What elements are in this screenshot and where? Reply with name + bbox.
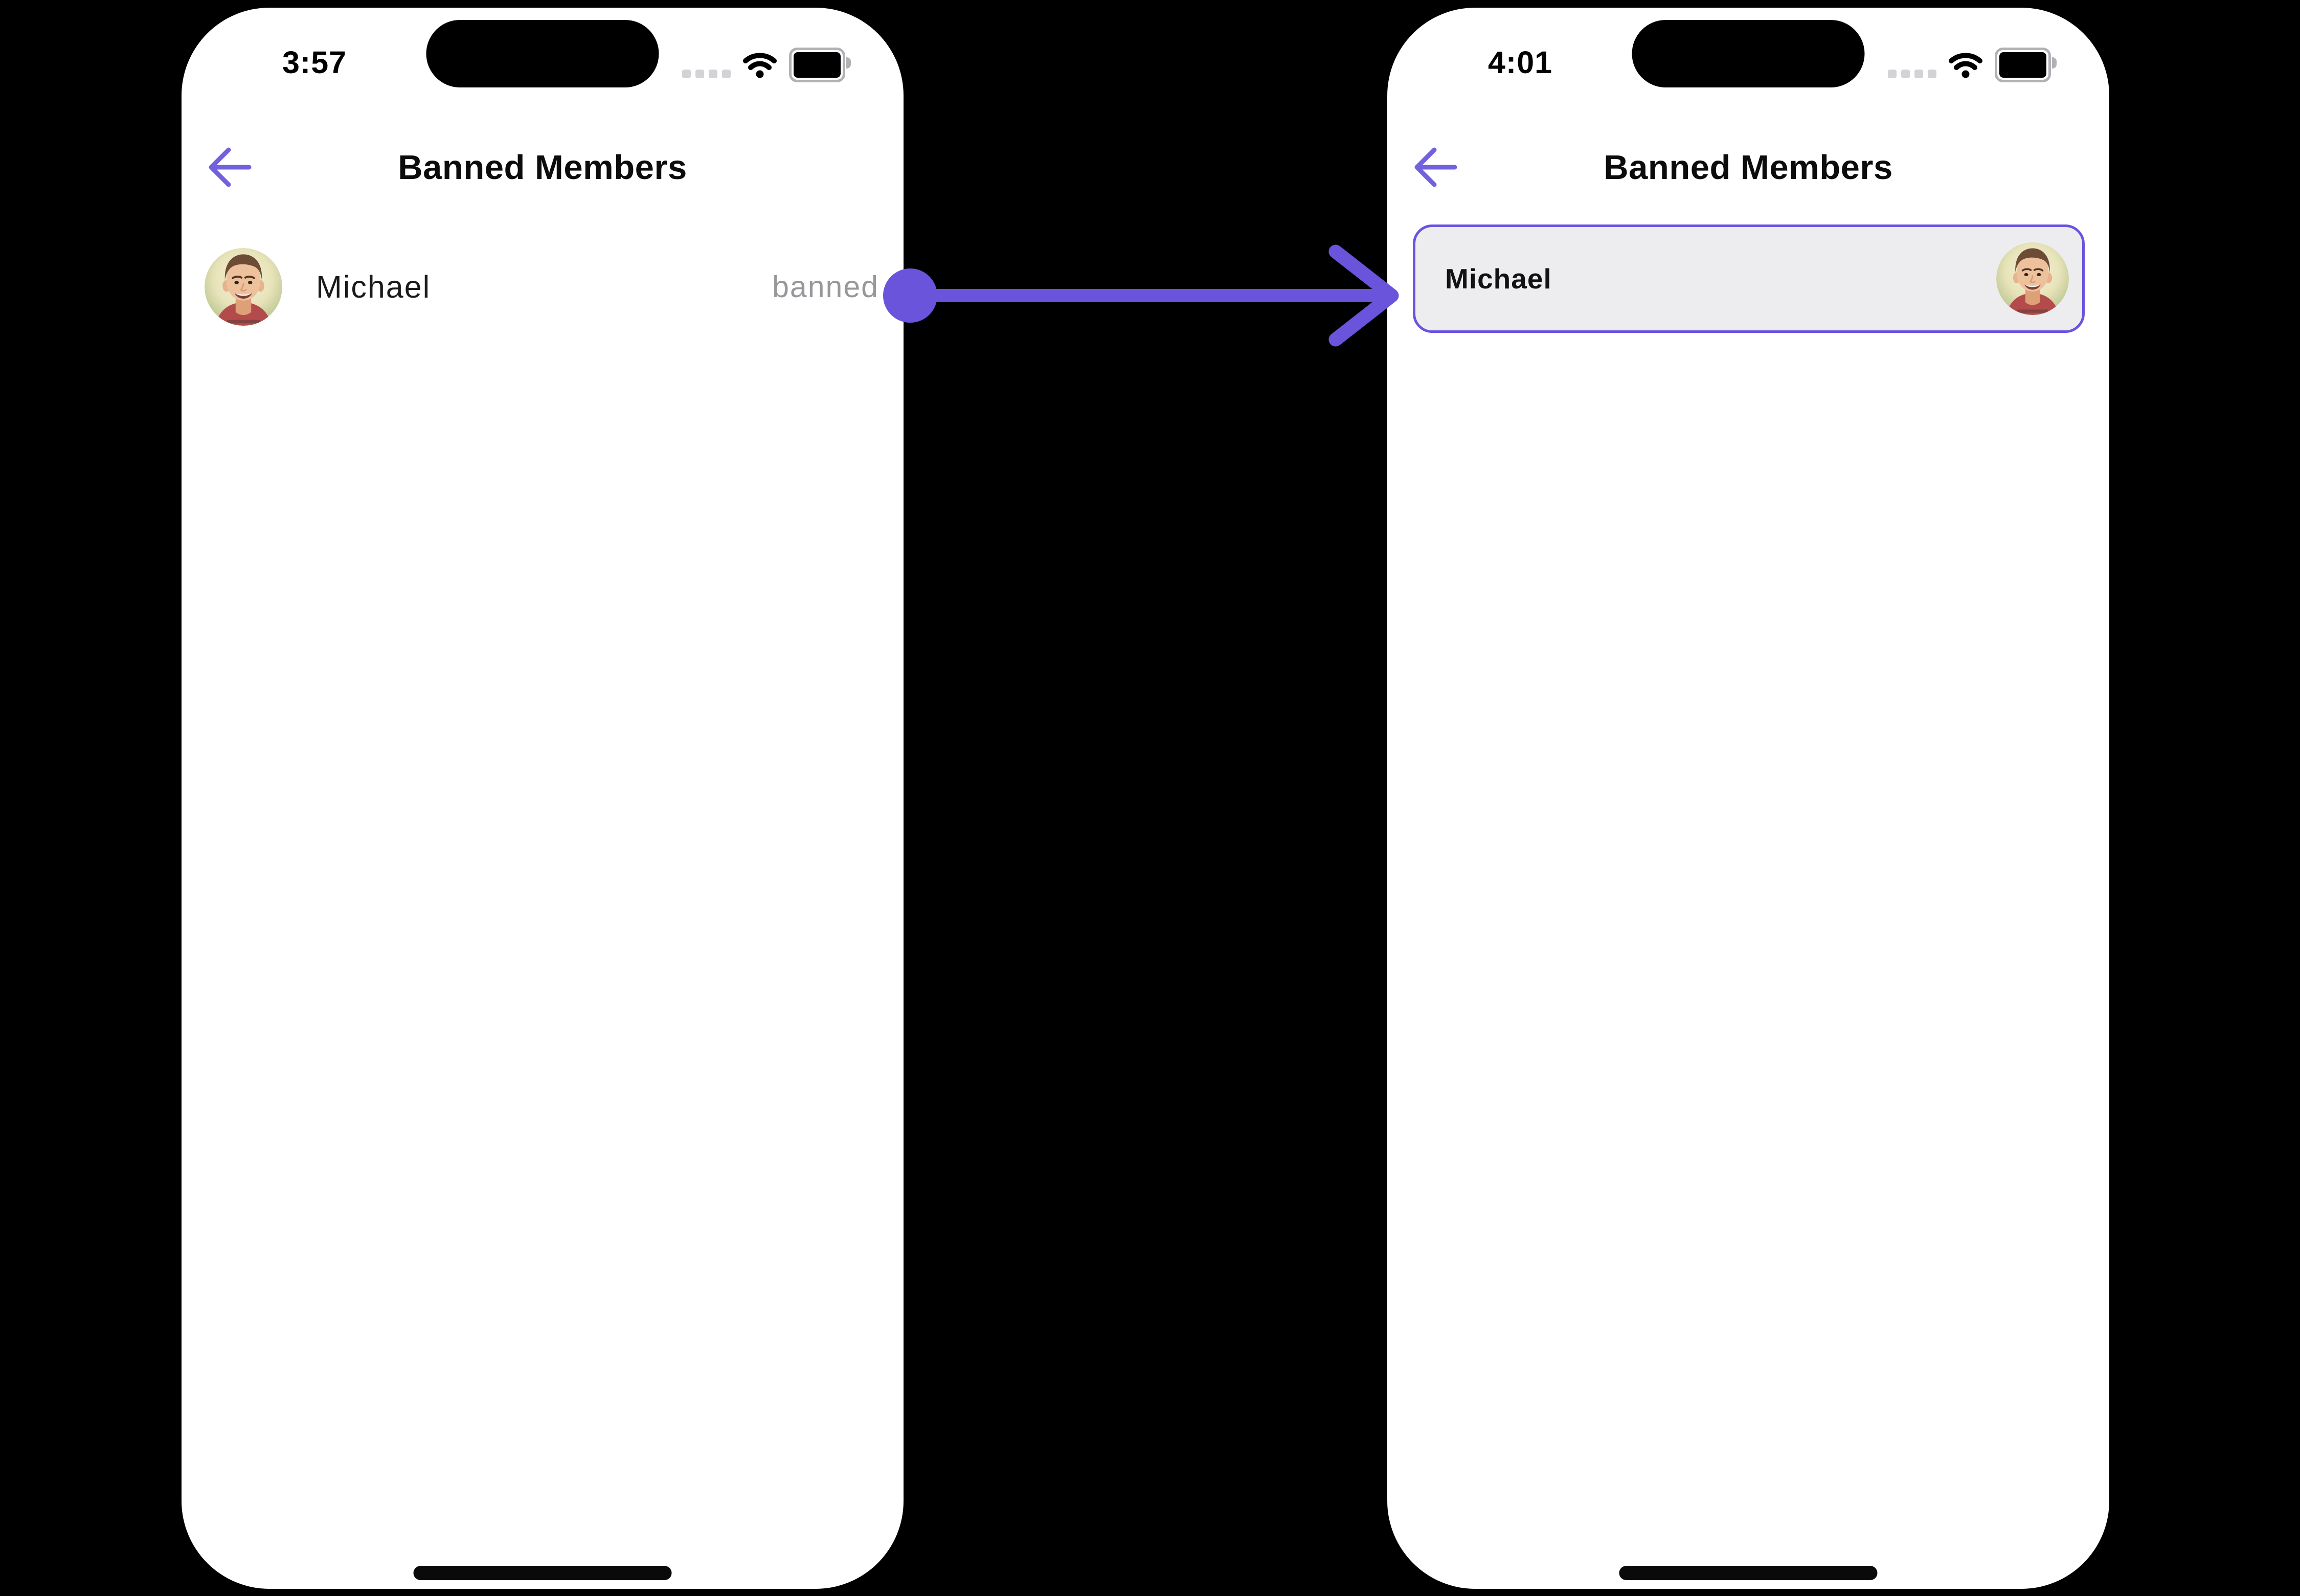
dynamic-island [426,20,659,87]
member-status-badge: banned [772,270,879,304]
navigation-header: Banned Members [1387,136,2109,207]
status-bar: 3:57 [182,8,904,110]
flow-arrow-head [1328,244,1399,347]
banned-member-card-selected[interactable]: Michael [1413,224,2085,333]
navigation-header: Banned Members [182,136,904,207]
man-avatar-image [205,248,282,326]
status-time: 3:57 [282,45,347,80]
member-avatar [205,248,282,326]
page-title: Banned Members [398,148,687,187]
status-icons [1888,48,2057,82]
battery-icon [1995,48,2057,82]
phone-screen-right: 4:01 Banned Members Michael [1387,8,2109,1589]
flow-arrow [883,244,1399,347]
home-indicator[interactable] [1619,1566,1878,1580]
member-name: Michael [1445,263,1552,295]
battery-icon [789,48,851,82]
banned-member-list-item[interactable]: Michael banned [205,247,879,327]
cellular-dots-icon [682,69,731,78]
man-avatar-image [1996,242,2069,315]
wifi-icon [1949,52,1982,78]
wifi-icon [743,52,777,78]
status-bar: 4:01 [1387,8,2109,110]
status-time: 4:01 [1487,45,1553,80]
member-avatar [1996,242,2069,315]
page-title: Banned Members [1604,148,1893,187]
dynamic-island [1632,20,1865,87]
phone-screen-left: 3:57 Banned Members Michael banned [182,8,904,1589]
status-icons [682,48,851,82]
home-indicator[interactable] [413,1566,672,1580]
member-name: Michael [316,269,431,304]
cellular-dots-icon [1888,69,1936,78]
